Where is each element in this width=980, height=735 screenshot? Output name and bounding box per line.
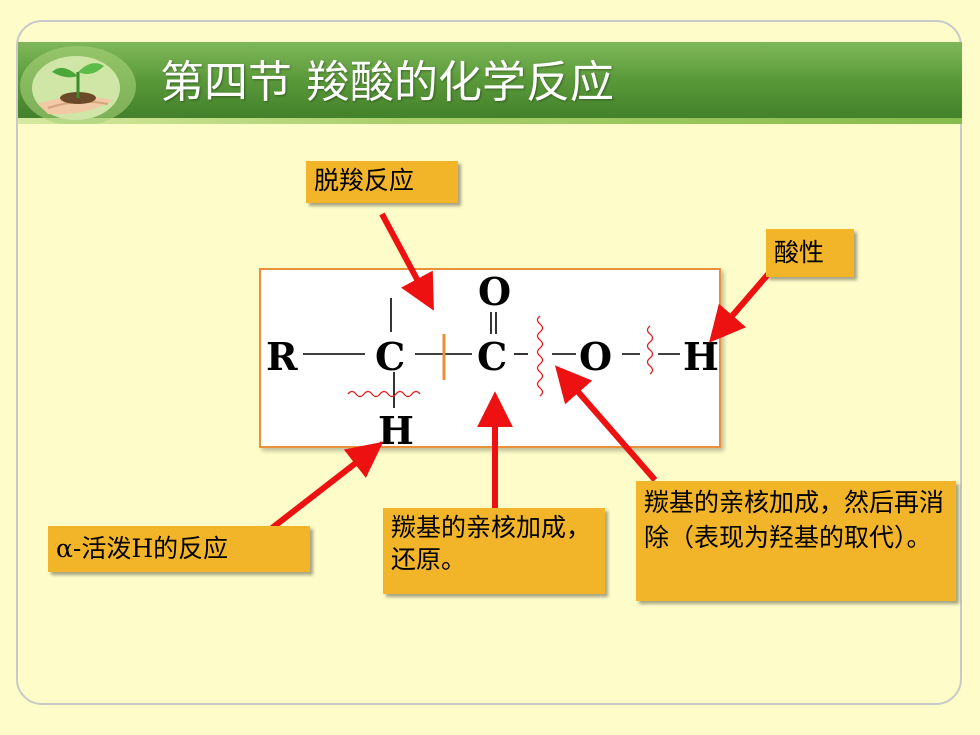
callout-acidity: 酸性: [766, 229, 854, 277]
arrow-decarboxylation: [379, 212, 434, 311]
callout-substitution: 羰基的亲核加成，然后再消除（表现为羟基的取代）。: [636, 481, 956, 601]
page-title: 第四节 羧酸的化学反应: [160, 57, 614, 108]
alpha-wavy-line: [347, 390, 421, 398]
arrow-acidity: [709, 270, 773, 343]
slide-frame: [16, 20, 962, 705]
atom-h-alpha: H: [378, 408, 414, 453]
seedling-logo-icon: [18, 42, 138, 124]
acyl-oxygen-wavy-line: [536, 315, 544, 397]
arrow-substitution: [554, 365, 658, 482]
callout-decarboxylation: 脱羧反应: [306, 161, 458, 203]
callout-carbonyl-addition: 羰基的亲核加成，还原。: [383, 508, 605, 594]
header-bar: [18, 42, 962, 124]
bonds: [303, 298, 680, 408]
arrow-alpha-h: [270, 441, 384, 531]
atom-c-carbonyl: C: [477, 334, 508, 379]
arrows: [270, 212, 773, 531]
atom-o-carbonyl: O: [478, 269, 512, 314]
atom-h-acid: H: [683, 334, 719, 379]
atom-c-alpha: C: [375, 334, 406, 379]
oh-wavy-line: [646, 325, 654, 375]
atom-r: R: [266, 334, 298, 379]
callout-alpha-h: α-活泼H的反应: [48, 526, 310, 572]
